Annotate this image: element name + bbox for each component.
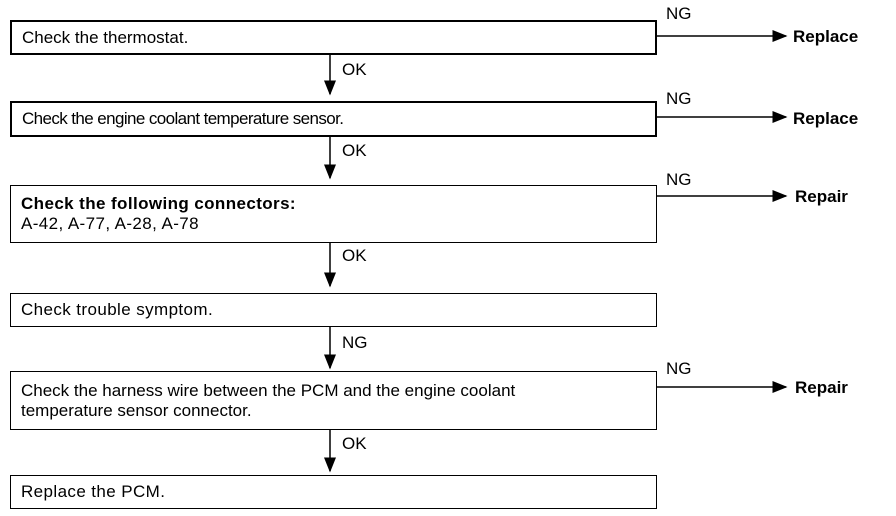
- down-label-2: OK: [342, 141, 367, 160]
- step-box-5: Check the harness wire between the PCM a…: [10, 371, 657, 430]
- side-action-2: Replace: [793, 109, 859, 128]
- step-2-text: Check the engine coolant temperature sen…: [22, 109, 344, 128]
- down-label-4: NG: [342, 333, 368, 352]
- side-action-1: Replace: [793, 27, 859, 46]
- side-label-4: NG: [666, 359, 692, 378]
- side-label-3: NG: [666, 170, 692, 189]
- down-label-5: OK: [342, 434, 367, 453]
- step-3-heading: Check the following connectors:: [21, 194, 296, 213]
- step-box-6: Replace the PCM.: [10, 475, 657, 509]
- side-label-2: NG: [666, 89, 692, 108]
- side-action-4: Repair: [795, 378, 848, 397]
- down-label-3: OK: [342, 246, 367, 265]
- down-label-1: OK: [342, 60, 367, 79]
- side-action-3: Repair: [795, 187, 848, 206]
- step-3-connectors: A-42, A-77, A-28, A-78: [21, 214, 199, 233]
- step-5-line-2: temperature sensor connector.: [21, 400, 252, 420]
- step-6-text: Replace the PCM.: [21, 482, 166, 501]
- step-5-line-1: Check the harness wire between the PCM a…: [21, 380, 516, 400]
- step-4-text: Check trouble symptom.: [21, 300, 214, 319]
- step-box-2: Check the engine coolant temperature sen…: [10, 101, 657, 137]
- step-box-4: Check trouble symptom.: [10, 293, 657, 327]
- step-box-1: Check the thermostat.: [10, 20, 657, 55]
- side-label-1: NG: [666, 4, 692, 23]
- step-box-3: Check the following connectors: A-42, A-…: [10, 185, 657, 243]
- step-1-text: Check the thermostat.: [22, 27, 189, 47]
